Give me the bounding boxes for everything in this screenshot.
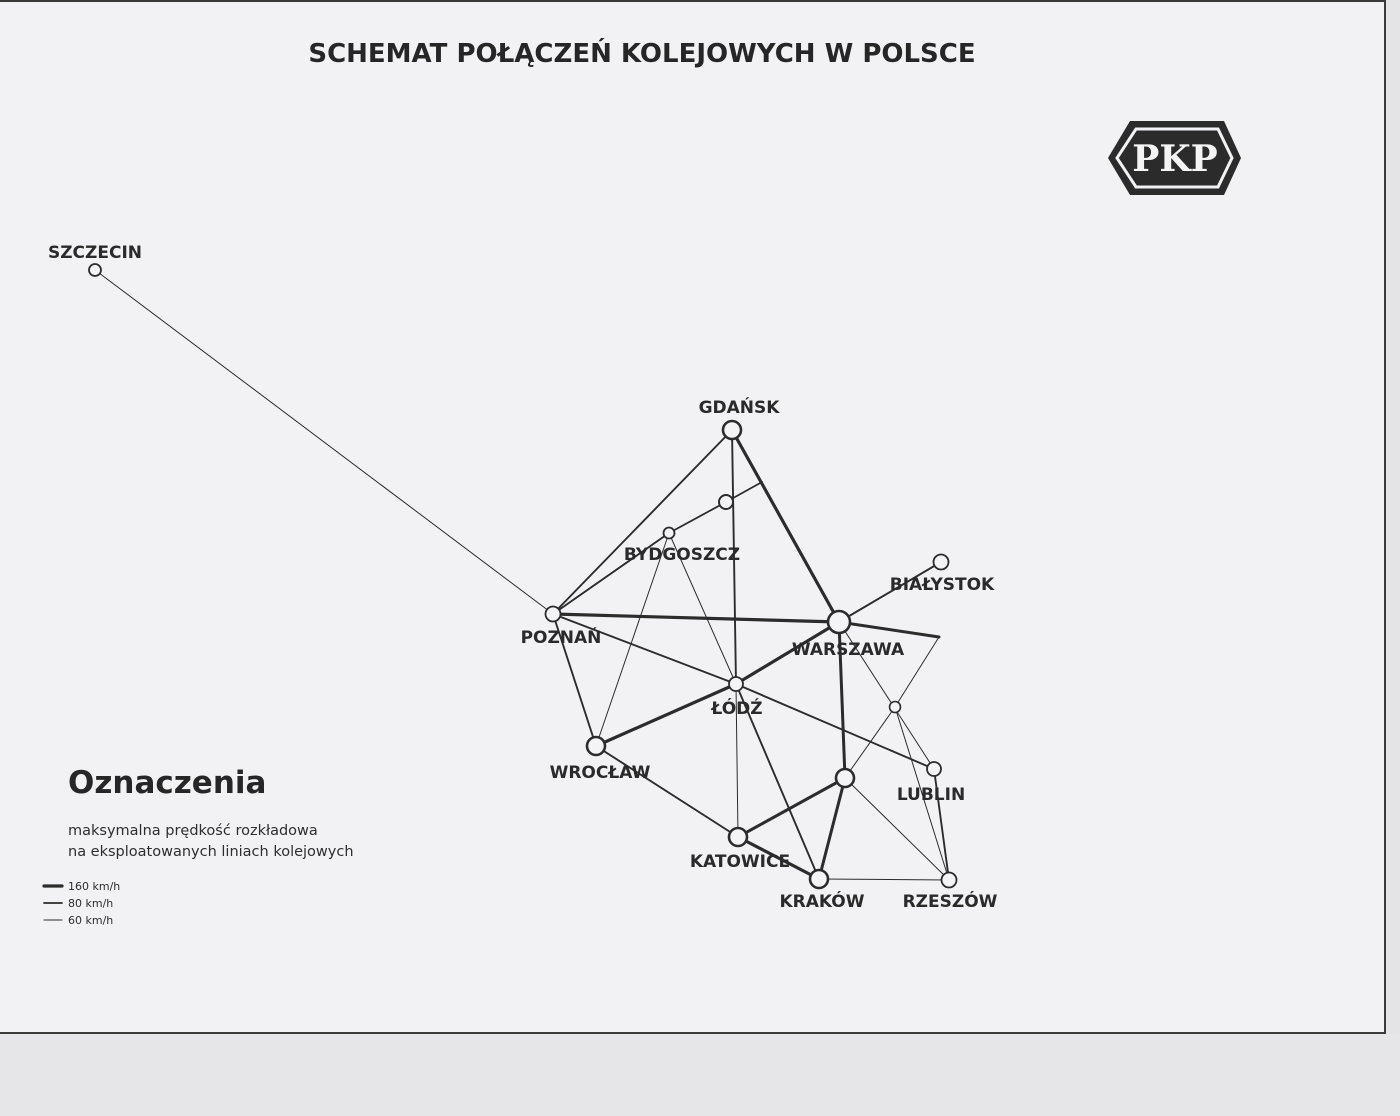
junction-node	[888, 700, 902, 714]
junction-node	[718, 494, 734, 510]
connections-layer	[94, 269, 950, 881]
city-label-poznan: POZNAŃ	[521, 626, 602, 648]
labels-layer: SZCZECIN GDAŃSK BYDGOSZCZ BIAŁYSTOK POZNAŃ WA…	[48, 243, 998, 912]
station-lodz	[728, 676, 744, 692]
city-label-bialystok: BIAŁYSTOK	[890, 575, 995, 595]
junction-link	[736, 776, 847, 839]
connection-lodz-krakow	[735, 683, 820, 880]
station-bydgoszcz	[662, 526, 676, 540]
connection-poznan-lodz	[552, 613, 737, 685]
station-szczecin	[88, 263, 102, 277]
connection-bydgoszcz-lodz	[668, 532, 737, 685]
pkp-logo-text: PKP	[1132, 138, 1217, 180]
city-label-gdansk: GDAŃSK	[699, 396, 781, 418]
connection-gdansk-warszawa	[730, 428, 841, 624]
station-gdansk	[721, 419, 743, 441]
station-bialystok	[932, 553, 950, 571]
junction-link	[817, 776, 847, 881]
city-label-rzeszow: RZESZÓW	[903, 890, 998, 912]
pkp-logo-inner-border	[1115, 127, 1234, 189]
connection-lodz-lublin	[735, 683, 935, 770]
legend-title: Oznaczenia	[68, 765, 266, 801]
stations-layer	[88, 263, 958, 890]
station-lublin	[926, 761, 942, 777]
legend-label-80: 80 km/h	[68, 897, 113, 910]
city-label-wroclaw: WROCŁAW	[550, 763, 651, 783]
connection-poznan-bydgoszcz	[552, 532, 670, 615]
legend-description-line2: na eksploatowanych liniach kolejowych	[68, 844, 354, 860]
connection-poznan-wroclaw	[552, 613, 597, 747]
connection-warszawa-lublin	[838, 621, 935, 770]
junction-link	[844, 777, 950, 881]
connection-lodz-katowice	[735, 683, 739, 838]
connection-warszawa-bialystok	[838, 561, 942, 623]
junction-link	[894, 636, 940, 708]
legend-label-160: 160 km/h	[68, 880, 120, 893]
pkp-logo-hexagon	[1108, 121, 1241, 195]
city-label-katowice: KATOWICE	[690, 852, 790, 872]
connection-szczecin-poznan	[94, 269, 554, 615]
connection-warszawa-lodz	[734, 620, 841, 686]
connection-poznan-warszawa	[551, 612, 841, 624]
legend-label-60: 60 km/h	[68, 914, 113, 927]
junction-link	[894, 706, 950, 881]
connection-katowice-krakow	[736, 835, 821, 881]
junction-link	[837, 620, 847, 780]
station-krakow	[808, 868, 830, 890]
junction-link	[837, 620, 941, 639]
station-rzeszow	[940, 871, 958, 889]
background-surface	[0, 1034, 1400, 1116]
junction-node	[834, 767, 856, 789]
connection-wroclaw-katowice	[595, 745, 739, 838]
city-label-szczecin: SZCZECIN	[48, 243, 142, 263]
station-warszawa	[826, 609, 852, 635]
junction-link	[668, 501, 727, 534]
connection-krakow-rzeszow	[818, 878, 950, 881]
city-label-warszawa: WARSZAWA	[792, 640, 905, 660]
connection-bydgoszcz-wroclaw	[595, 532, 670, 747]
connection-gdansk-lodz	[731, 429, 737, 685]
city-label-bydgoszcz: BYDGOSZCZ	[624, 545, 740, 565]
station-poznan	[544, 605, 562, 623]
pkp-logo: PKP	[1108, 121, 1241, 195]
city-label-lodz: ŁÓDŹ	[710, 697, 762, 719]
connection-lodz-wroclaw	[594, 682, 738, 748]
legend: Oznaczenia maksymalna prędkość rozkładow…	[42, 765, 354, 927]
station-katowice	[727, 826, 749, 848]
connection-poznan-gdansk	[552, 429, 733, 615]
connection-lublin-rzeszow	[933, 768, 950, 881]
station-wroclaw	[585, 735, 607, 757]
diagram-title: SCHEMAT POŁĄCZEŃ KOLEJOWYCH W POLSCE	[308, 37, 975, 69]
legend-description-line1: maksymalna prędkość rozkładowa	[68, 823, 318, 839]
city-label-krakow: KRAKÓW	[779, 890, 864, 912]
city-label-lublin: LUBLIN	[897, 785, 965, 805]
